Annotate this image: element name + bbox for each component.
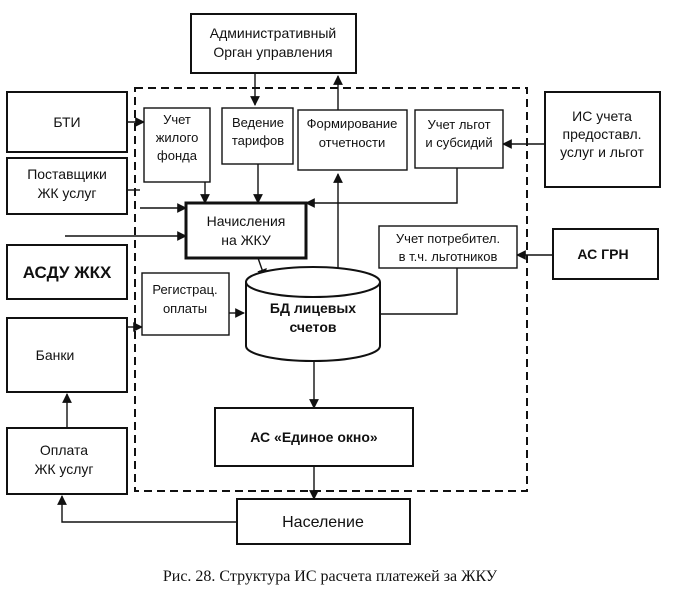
node-admin-line: Административный xyxy=(210,25,336,41)
node-housing-line: Учет xyxy=(163,112,191,127)
node-registration: Регистрац. оплаты xyxy=(141,272,230,336)
node-admin-line: Орган управления xyxy=(213,44,332,60)
figure-caption: Рис. 28. Структура ИС расчета платежей з… xyxy=(163,568,498,585)
node-as-grn-line: АС ГРН xyxy=(577,246,628,262)
node-asdu: АСДУ ЖКХ xyxy=(6,244,128,300)
node-registration-line: Регистрац. xyxy=(152,282,217,297)
connectors xyxy=(57,73,553,523)
node-db: БД лицевых счетов xyxy=(245,266,381,362)
node-accruals: Начисления на ЖКУ xyxy=(184,201,308,260)
node-tariffs-line: Ведение xyxy=(232,115,284,130)
node-bti: БТИ xyxy=(6,91,128,153)
node-subsidies: Учет льгот и субсидий xyxy=(414,109,504,169)
node-payment-line: Оплата xyxy=(40,442,88,458)
node-tariffs-line: тарифов xyxy=(232,133,284,148)
node-single-window-line: АС «Единое окно» xyxy=(250,429,378,445)
node-suppliers-line: ЖК услуг xyxy=(37,185,96,201)
node-db-line: БД лицевых xyxy=(270,300,356,316)
node-reporting: Формирование отчетности xyxy=(297,109,408,171)
edge-consumers-db xyxy=(380,268,458,315)
node-subsidies-line: Учет льгот xyxy=(427,117,490,132)
node-tariffs: Ведение тарифов xyxy=(221,107,294,165)
node-reporting-line: отчетности xyxy=(319,135,386,150)
node-housing: Учет жилого фонда xyxy=(143,107,211,183)
node-accruals-line: Начисления xyxy=(207,213,286,229)
node-payment-line: ЖК услуг xyxy=(34,461,93,477)
node-subsidies-line: и субсидий xyxy=(425,135,492,150)
node-payment: Оплата ЖК услуг xyxy=(6,427,128,495)
node-banks-line: Банки xyxy=(36,347,75,363)
node-single-window: АС «Единое окно» xyxy=(214,407,414,467)
node-reporting-line: Формирование xyxy=(307,116,398,131)
node-consumers-line: Учет потребител. xyxy=(396,231,500,246)
node-consumers: Учет потребител. в т.ч. льготников xyxy=(378,225,518,269)
node-suppliers-line: Поставщики xyxy=(27,166,107,182)
node-bti-line: БТИ xyxy=(53,114,80,130)
node-housing-line: жилого xyxy=(156,130,199,145)
node-as-grn: АС ГРН xyxy=(552,228,659,280)
edge-population-payment xyxy=(57,495,237,523)
node-accruals-line: на ЖКУ xyxy=(221,232,271,248)
node-population-line: Население xyxy=(282,514,364,531)
node-asdu-line: АСДУ ЖКХ xyxy=(23,263,112,282)
node-banks: Банки xyxy=(6,317,128,393)
node-is-benefits: ИС учета предоставл. услуг и льгот xyxy=(544,91,661,188)
node-population: Население xyxy=(236,498,411,545)
node-admin: Административный Орган управления xyxy=(190,13,357,74)
node-is-benefits-line: ИС учета xyxy=(572,108,632,124)
edge-subsidies-accruals xyxy=(305,168,458,208)
node-registration-line: оплаты xyxy=(163,301,207,316)
node-housing-line: фонда xyxy=(157,148,198,163)
node-consumers-line: в т.ч. льготников xyxy=(399,249,498,264)
node-is-benefits-line: услуг и льгот xyxy=(560,144,644,160)
node-db-line: счетов xyxy=(290,319,337,335)
system-boundary xyxy=(134,87,528,492)
node-is-benefits-line: предоставл. xyxy=(562,126,641,142)
node-suppliers: Поставщики ЖК услуг xyxy=(6,157,128,215)
